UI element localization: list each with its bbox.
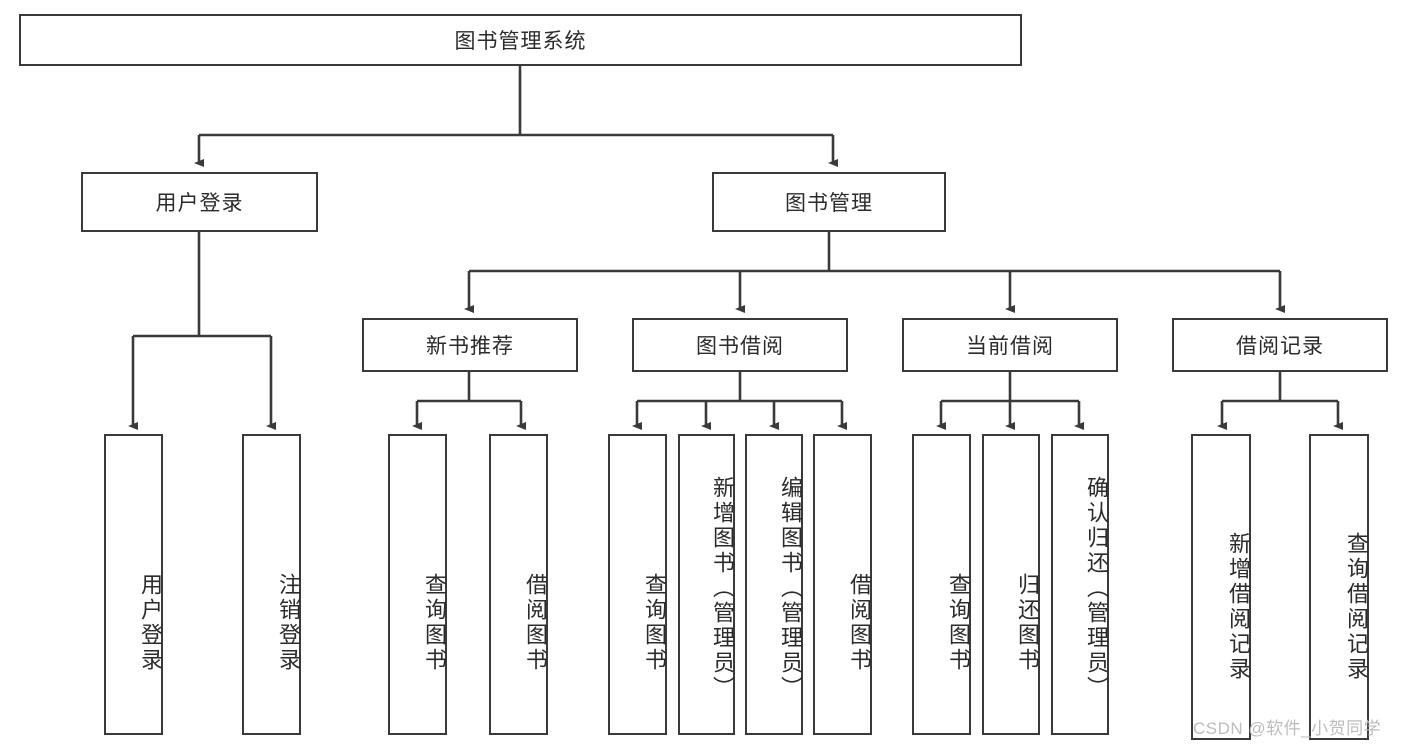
leaf-query-book-borrow[interactable]: 查询图书 <box>608 434 667 735</box>
leaf-confirm-return-admin[interactable]: 确认归还（管理员） <box>1051 434 1109 735</box>
node-label: 图书借阅 <box>696 335 784 358</box>
node-new-book-recommend[interactable]: 新书推荐 <box>362 318 578 372</box>
node-label: 用户登录 <box>155 192 244 215</box>
leaf-edit-book-admin[interactable]: 编辑图书（管理员） <box>745 434 803 735</box>
leaf-add-book-admin[interactable]: 新增图书（管理员） <box>678 434 735 735</box>
node-label: 查询借阅记录 <box>1344 532 1369 682</box>
node-borrow-record[interactable]: 借阅记录 <box>1172 318 1388 372</box>
leaf-add-borrow-record[interactable]: 新增借阅记录 <box>1191 434 1251 740</box>
node-root-system[interactable]: 图书管理系统 <box>19 14 1022 66</box>
leaf-query-borrow-record[interactable]: 查询借阅记录 <box>1309 434 1369 740</box>
node-label: 借阅图书 <box>847 572 872 673</box>
leaf-query-book-current[interactable]: 查询图书 <box>912 434 971 735</box>
node-label: 新书推荐 <box>426 335 514 358</box>
node-label: 用户登录 <box>138 572 163 673</box>
node-book-borrow[interactable]: 图书借阅 <box>632 318 848 372</box>
csdn-watermark: CSDN @软件_小贺同学 <box>1193 719 1382 738</box>
node-label: 注销登录 <box>276 572 301 673</box>
node-label: 新增借阅记录 <box>1226 532 1251 682</box>
leaf-return-book[interactable]: 归还图书 <box>982 434 1040 735</box>
node-label: 图书管理 <box>785 192 873 215</box>
node-label: 归还图书 <box>1015 572 1040 673</box>
leaf-logout[interactable]: 注销登录 <box>242 434 301 735</box>
node-label: 借阅记录 <box>1236 335 1324 358</box>
node-label: 查询图书 <box>642 572 667 673</box>
node-label: 当前借阅 <box>966 335 1054 358</box>
node-current-borrow[interactable]: 当前借阅 <box>902 318 1118 372</box>
node-book-management[interactable]: 图书管理 <box>712 172 946 232</box>
node-label: 确认归还（管理员） <box>1084 476 1109 701</box>
leaf-borrow-book[interactable]: 借阅图书 <box>813 434 872 735</box>
node-label: 图书管理系统 <box>454 30 587 53</box>
node-user-login[interactable]: 用户登录 <box>81 172 318 232</box>
leaf-query-book-recommend[interactable]: 查询图书 <box>388 434 447 735</box>
node-label: 新增图书（管理员） <box>710 476 735 701</box>
node-label: 查询图书 <box>946 572 971 673</box>
node-label: 借阅图书 <box>523 572 548 673</box>
node-label: 编辑图书（管理员） <box>778 476 803 701</box>
leaf-user-login[interactable]: 用户登录 <box>104 434 163 735</box>
node-label: 查询图书 <box>422 572 447 673</box>
leaf-borrow-book-recommend[interactable]: 借阅图书 <box>489 434 548 735</box>
